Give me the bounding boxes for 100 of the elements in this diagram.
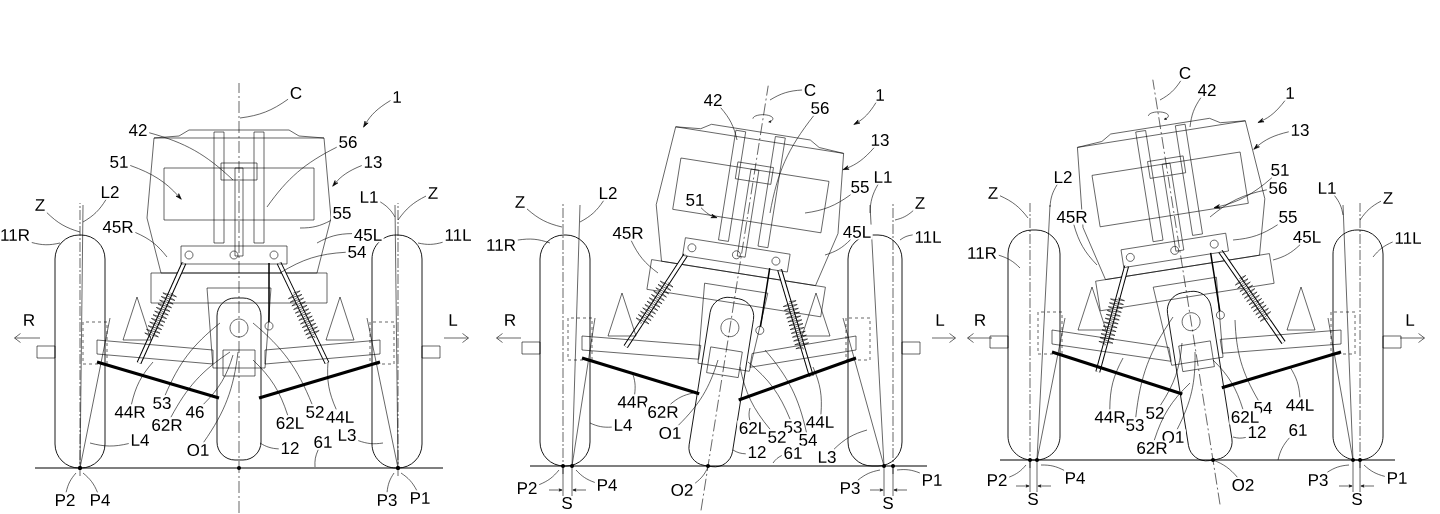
leader-line <box>1289 366 1301 398</box>
leader-line <box>772 455 783 464</box>
direction-label: R <box>975 314 986 326</box>
callout-label: 44R <box>112 404 148 420</box>
leader-line <box>575 469 596 483</box>
leader-line <box>379 201 396 218</box>
callout-label: L4 <box>129 432 151 448</box>
leader-line <box>579 200 604 223</box>
dimension-label: S <box>1352 493 1362 506</box>
callout-label: 11R <box>965 245 999 261</box>
callout-label: P2 <box>515 480 539 496</box>
leader-line <box>327 361 337 410</box>
leader-line <box>266 146 338 208</box>
leader-line <box>299 220 332 229</box>
leader-line <box>678 359 719 426</box>
leader-line <box>397 195 427 221</box>
leader-line <box>1327 464 1350 473</box>
leader-line <box>131 361 154 405</box>
leader-line <box>1135 316 1174 418</box>
callout-label: P4 <box>595 477 619 493</box>
dimension-label: S <box>562 497 572 510</box>
arrow <box>700 207 718 219</box>
callout-label: 1 <box>873 87 887 103</box>
leader-line <box>1040 464 1065 471</box>
leader-line <box>1359 200 1382 221</box>
callout-label: L2 <box>99 184 121 200</box>
leader-line <box>899 234 913 241</box>
callout-label: 12 <box>279 440 301 456</box>
leader-line <box>538 469 560 485</box>
leader-line <box>239 98 289 119</box>
direction-label: L <box>936 314 945 326</box>
callout-label: 1 <box>1283 85 1297 101</box>
leader-line <box>1234 319 1259 401</box>
leader-line <box>46 212 81 233</box>
callout-label: P3 <box>838 480 862 496</box>
leader-line <box>804 194 851 214</box>
leader-line <box>89 442 130 447</box>
leader-line <box>1232 436 1247 439</box>
leader-line <box>1272 244 1301 261</box>
leader-line <box>1363 464 1386 477</box>
callout-label: P3 <box>375 492 399 508</box>
leader-line <box>896 469 921 474</box>
callout-label: 11L <box>442 227 474 243</box>
leader-line <box>259 442 280 450</box>
leader-line <box>732 449 747 455</box>
callout-label: L1 <box>1316 180 1338 196</box>
callout-label: 11R <box>484 237 518 253</box>
arrow <box>363 100 391 128</box>
leader-line <box>1073 224 1098 266</box>
leader-line <box>135 232 168 258</box>
leader-line <box>203 351 239 443</box>
leader-line <box>357 440 384 445</box>
leader-line <box>1372 241 1393 258</box>
callout-label: P4 <box>88 492 112 508</box>
leader-line <box>869 184 879 214</box>
leader-line <box>720 107 738 141</box>
leader-line <box>148 132 234 181</box>
leader-line <box>82 199 107 223</box>
callout-label: 11L <box>912 229 944 245</box>
callout-label: L2 <box>597 185 619 201</box>
callout-label: P1 <box>920 472 944 488</box>
leader-line <box>1008 464 1027 478</box>
leader-line <box>812 366 822 415</box>
leader-line <box>630 240 659 274</box>
leader-line <box>894 210 914 221</box>
callout-label: L1 <box>358 189 380 205</box>
vehicle-drawing <box>34 82 444 514</box>
callout-label: 11R <box>0 227 32 243</box>
leader-line <box>164 322 221 396</box>
leader-line <box>769 115 814 214</box>
leader-line <box>747 361 791 420</box>
leader-line <box>739 366 771 430</box>
leader-line <box>65 472 77 493</box>
callout-label: L4 <box>612 417 634 433</box>
leader-line <box>31 242 61 246</box>
leader-line <box>998 254 1021 269</box>
leader-line <box>252 322 313 405</box>
callout-label: L3 <box>336 427 358 443</box>
arrow <box>1253 131 1290 150</box>
callout-label: L3 <box>816 449 838 465</box>
leader-line <box>1049 184 1058 208</box>
leader-line <box>769 89 803 101</box>
callout-label: P4 <box>1063 470 1087 486</box>
leader-line <box>764 349 807 433</box>
leader-line <box>279 251 347 274</box>
leader-line <box>526 208 563 228</box>
callout-label: 12 <box>746 444 768 460</box>
arrow <box>1213 177 1273 209</box>
callout-label: 62R <box>149 417 185 433</box>
leader-line <box>316 233 353 244</box>
arrow <box>332 165 363 187</box>
leader-line <box>400 472 418 491</box>
callout-label: 45R <box>610 225 646 241</box>
callout-label: P3 <box>1306 472 1330 488</box>
leader-line <box>694 466 709 484</box>
dimension-label: S <box>1028 493 1038 506</box>
leader-line <box>1189 97 1202 128</box>
callout-label: 11L <box>1392 230 1424 246</box>
leader-line <box>1209 189 1268 218</box>
arrow <box>1257 100 1286 123</box>
